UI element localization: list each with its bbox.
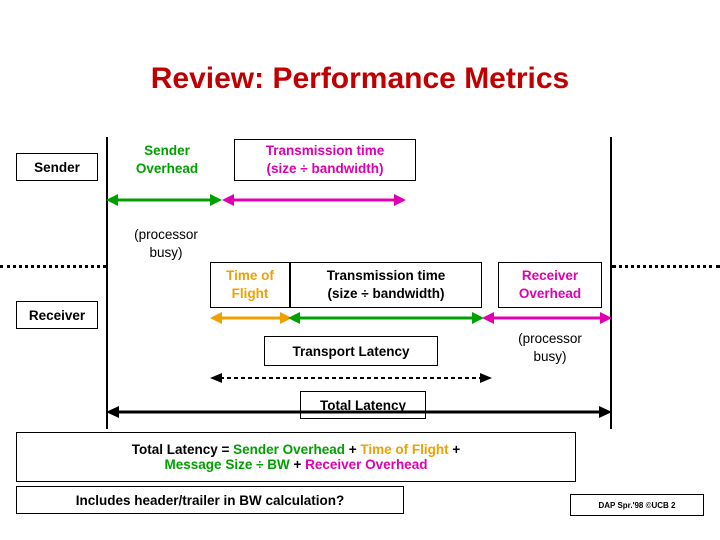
- transport-latency-label: Transport Latency: [292, 343, 410, 359]
- formula-sender-overhead: Sender Overhead: [233, 442, 345, 457]
- processor-busy-bottom-line1: (processor: [518, 331, 582, 346]
- timeline-dotted-right: [612, 265, 720, 268]
- page-title: Review: Performance Metrics: [150, 62, 570, 95]
- sender-overhead-label: Sender Overhead: [112, 142, 222, 178]
- time-of-flight-line1: Time of: [226, 268, 274, 283]
- transport-latency-arrow: [210, 373, 492, 383]
- timeline-dotted-left: [0, 265, 106, 268]
- question-label: Includes header/trailer in BW calculatio…: [75, 492, 345, 508]
- processor-busy-top-line2: busy): [149, 245, 183, 260]
- formula-receiver-overhead: Receiver Overhead: [305, 457, 428, 472]
- vertical-rail-right: [610, 137, 612, 429]
- time-of-flight-box: Time of Flight: [210, 262, 290, 308]
- total-latency-arrow: [106, 406, 612, 418]
- transmission-time-bottom-line1: Transmission time: [326, 268, 446, 283]
- receiver-label: Receiver: [28, 307, 86, 323]
- transmission-time-bottom-box: Transmission time (size ÷ bandwidth): [290, 262, 482, 308]
- sender-overhead-arrow-top: [106, 194, 222, 206]
- transport-latency-box: Transport Latency: [264, 336, 438, 366]
- transmission-time-arrow-top: [222, 194, 406, 206]
- transmission-time-arrow-bottom: [288, 312, 484, 324]
- receiver-overhead-arrow: [482, 312, 612, 324]
- formula-plus-3: +: [289, 457, 306, 472]
- receiver-box: Receiver: [16, 301, 98, 329]
- formula-time-of-flight: Time of Flight: [360, 442, 449, 457]
- footer-box: DAP Spr.'98 ©UCB 2: [570, 494, 704, 516]
- receiver-overhead-line1: Receiver: [521, 268, 579, 283]
- formula-plus-1: +: [344, 442, 361, 457]
- sender-overhead-line2: Overhead: [135, 161, 199, 176]
- total-latency-label: Total Latency: [319, 397, 407, 413]
- receiver-overhead-box: Receiver Overhead: [498, 262, 602, 308]
- formula-plus-2: +: [448, 442, 461, 457]
- formula-line-2: Message Size ÷ BW + Receiver Overhead: [165, 457, 428, 472]
- footer-label: DAP Spr.'98 ©UCB 2: [598, 500, 676, 510]
- transmission-time-top-line2: (size ÷ bandwidth): [266, 161, 384, 176]
- total-latency-box: Total Latency: [300, 391, 426, 419]
- question-box: Includes header/trailer in BW calculatio…: [16, 486, 404, 514]
- sender-box: Sender: [16, 153, 98, 181]
- vertical-rail-left: [106, 137, 108, 429]
- formula-box: Total Latency = Sender Overhead + Time o…: [16, 432, 576, 482]
- transmission-time-top-box: Transmission time (size ÷ bandwidth): [234, 139, 416, 181]
- formula-line-1: Total Latency = Sender Overhead + Time o…: [132, 442, 460, 457]
- time-of-flight-arrow: [210, 312, 292, 324]
- receiver-overhead-line2: Overhead: [518, 286, 582, 301]
- processor-busy-bottom-line2: busy): [533, 349, 567, 364]
- processor-busy-top-line1: (processor: [134, 227, 198, 242]
- transmission-time-bottom-line2: (size ÷ bandwidth): [327, 286, 445, 301]
- processor-busy-bottom-label: (processor busy): [498, 330, 602, 366]
- formula-total-latency-eq: Total Latency =: [131, 442, 234, 457]
- transmission-time-top-line1: Transmission time: [265, 143, 385, 158]
- formula-message-size-bw: Message Size ÷ BW: [164, 457, 290, 472]
- sender-label: Sender: [34, 159, 80, 175]
- processor-busy-top-label: (processor busy): [108, 226, 224, 262]
- sender-overhead-line1: Sender: [144, 143, 190, 158]
- time-of-flight-line2: Flight: [231, 286, 269, 301]
